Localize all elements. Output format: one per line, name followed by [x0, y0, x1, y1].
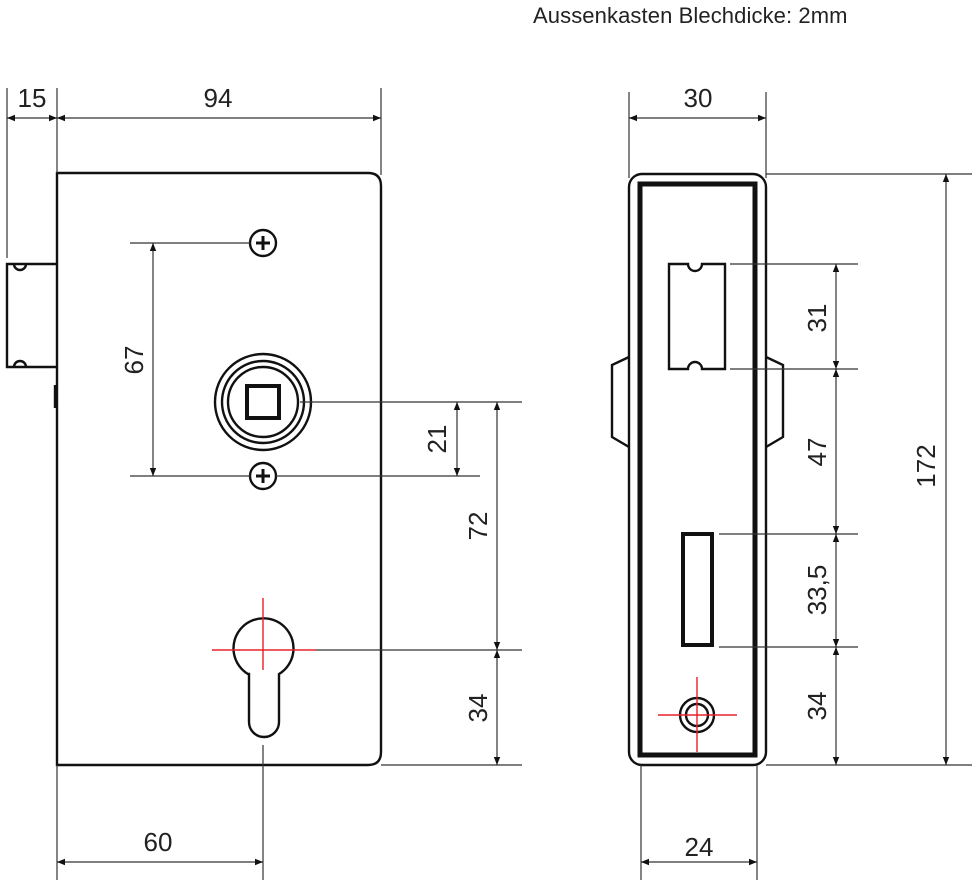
dimension-15: 15	[7, 83, 57, 122]
svg-text:67: 67	[119, 346, 149, 375]
svg-text:31: 31	[802, 304, 832, 333]
side-view: 30 172 31 47 33,5 34 24	[610, 83, 972, 880]
dimension-31: 31	[802, 264, 840, 369]
euro-cylinder-cutout	[232, 617, 295, 739]
dead-bolt-opening	[681, 532, 714, 647]
svg-text:33,5: 33,5	[802, 565, 832, 616]
dimension-60: 60	[57, 827, 263, 866]
faceplate	[5, 262, 57, 408]
cylinder-centerline	[212, 598, 316, 670]
flange-right	[765, 355, 785, 449]
svg-text:30: 30	[684, 83, 713, 113]
dimension-30: 30	[629, 83, 766, 122]
svg-text:34: 34	[463, 694, 493, 723]
fixing-hole-icon	[658, 677, 737, 752]
sheet-thickness-note: Aussenkasten Blechdicke: 2mm	[533, 3, 848, 28]
svg-text:47: 47	[802, 438, 832, 467]
latch-bolt-opening	[667, 262, 727, 371]
dimension-33-5: 33,5	[802, 534, 840, 647]
svg-text:21: 21	[422, 425, 452, 454]
flange-left	[610, 355, 630, 449]
dimension-72: 72	[463, 402, 501, 650]
svg-text:15: 15	[18, 83, 47, 113]
dimension-47: 47	[802, 369, 840, 534]
dimension-34-front: 34	[463, 650, 501, 765]
lock-case-outline	[55, 171, 383, 767]
dimension-172: 172	[911, 174, 950, 765]
dimension-34-side: 34	[802, 647, 840, 765]
svg-text:172: 172	[911, 444, 941, 487]
mounting-screw-top-icon	[248, 228, 278, 258]
front-view: 15 94 67 21 72 34 60	[5, 83, 522, 880]
svg-text:24: 24	[685, 832, 714, 862]
svg-text:34: 34	[802, 692, 832, 721]
follower-square-icon	[213, 352, 313, 452]
mounting-screw-bottom-icon	[248, 461, 278, 491]
dimension-67: 67	[119, 243, 157, 476]
front-extension-lines	[6, 88, 522, 880]
svg-text:72: 72	[463, 512, 493, 541]
dimension-21: 21	[422, 402, 461, 476]
svg-text:60: 60	[144, 827, 173, 857]
dimension-94: 94	[57, 83, 381, 122]
svg-text:94: 94	[204, 83, 233, 113]
side-faceplate-outer	[627, 172, 768, 767]
dimension-24: 24	[641, 832, 757, 866]
